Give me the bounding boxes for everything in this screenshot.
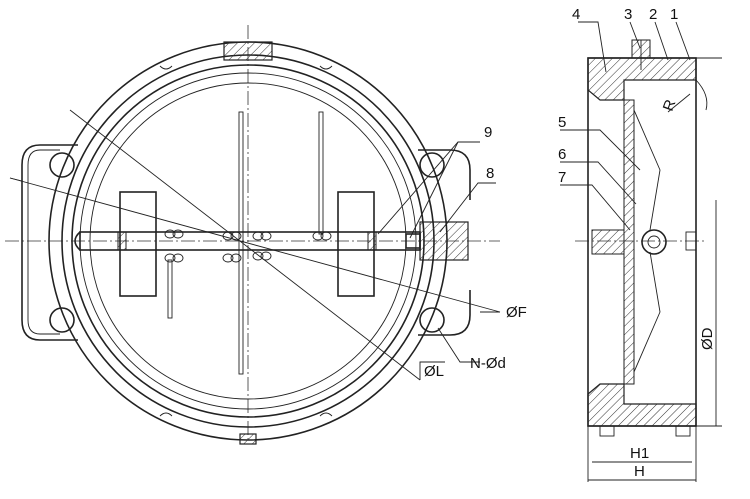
leader-9b [409, 141, 459, 239]
leader-2 [654, 21, 669, 61]
label-dim-h: H [634, 463, 645, 480]
right-ear-top [418, 149, 471, 200]
seal-left [117, 231, 127, 251]
label-part-4: 4 [572, 6, 580, 23]
hub-left [119, 191, 157, 297]
right-bolt-hole-bottom [419, 307, 445, 333]
leader-1 [675, 21, 691, 61]
plate-rod-small [167, 259, 173, 319]
side-bottom-foot-2 [675, 425, 691, 437]
pin-housing [419, 221, 469, 261]
hub-right [337, 191, 375, 297]
leader-5 [560, 129, 641, 171]
left-bolt-hole-bottom [49, 307, 75, 333]
label-bolt: N-Ød [470, 355, 506, 372]
label-part-3: 3 [624, 6, 632, 23]
notch-1 [159, 65, 173, 70]
label-dim-l: ØL [424, 363, 444, 380]
bottom-lug [239, 433, 257, 445]
leader-8 [439, 182, 496, 233]
label-dim-f: ØF [506, 304, 527, 321]
plate-rod-right [318, 111, 324, 235]
side-body-top-hatch [587, 57, 697, 101]
left-bolt-hole-top [49, 152, 75, 178]
leader-4 [578, 21, 607, 73]
side-view: 4 3 2 1 5 6 7 R ØD H1 H [558, 6, 722, 482]
side-shaft-stub [591, 229, 625, 255]
diag-line-l [69, 109, 421, 381]
label-part-7: 7 [558, 169, 566, 186]
label-part-6: 6 [558, 146, 566, 163]
label-seal-9: 9 [484, 124, 492, 141]
side-shaft-inner [647, 235, 661, 249]
pin [405, 233, 421, 249]
shaft-end-left [74, 231, 81, 251]
right-ear-bottom [418, 290, 471, 336]
label-dim-h1: H1 [630, 445, 649, 462]
top-lug [223, 41, 273, 61]
seal-right [367, 231, 377, 251]
disc-wing-bottom [633, 251, 661, 373]
notch-4 [319, 412, 333, 417]
left-ear [21, 144, 78, 341]
right-bolt-hole-top [419, 152, 445, 178]
label-radius: R [660, 97, 680, 113]
label-part-5: 5 [558, 114, 566, 131]
notch-3 [159, 412, 173, 417]
side-body-bottom-hatch [587, 383, 697, 427]
label-part-2: 2 [649, 6, 657, 23]
leader-7 [560, 184, 631, 231]
left-ear-inner [27, 149, 60, 335]
label-pin-8: 8 [486, 165, 494, 182]
radius-arc [695, 79, 708, 111]
notch-2 [319, 65, 333, 70]
leader-bolt [437, 327, 480, 363]
diag-line-f [9, 177, 501, 313]
front-view: 9 8 ØF ØL N-Ød [5, 25, 527, 445]
leader-3 [629, 21, 641, 49]
side-shaft-circle [641, 229, 667, 255]
diag-arrow-left [9, 177, 23, 182]
disc-wing-top [633, 109, 661, 231]
radius-leader [667, 93, 691, 113]
leader-6 [560, 161, 637, 205]
side-key [685, 231, 697, 251]
leader-l [419, 361, 445, 380]
label-part-1: 1 [670, 6, 678, 23]
side-inner-wall [623, 99, 635, 385]
side-bottom-foot-1 [599, 425, 615, 437]
label-dim-d: ØD [699, 327, 716, 350]
